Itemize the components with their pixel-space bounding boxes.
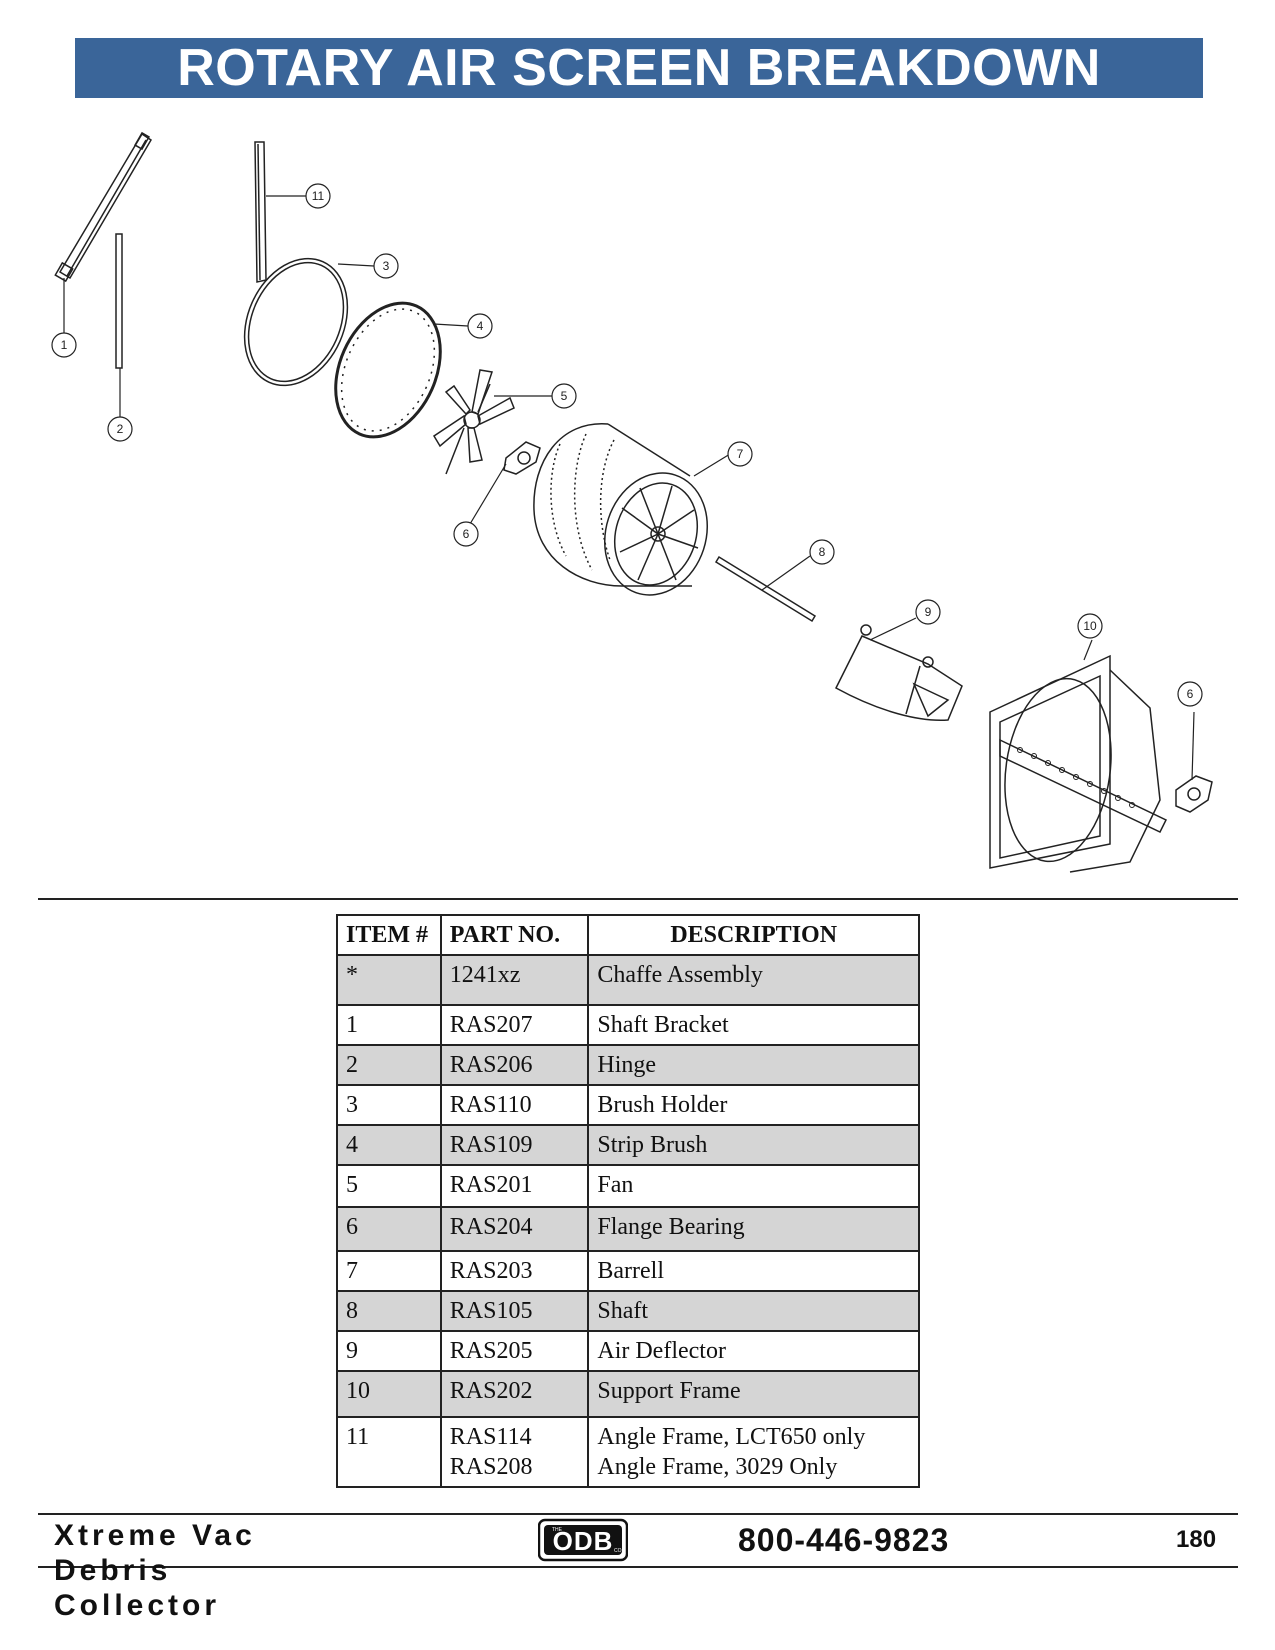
part-barrel xyxy=(533,423,709,596)
part-hinge xyxy=(115,233,123,369)
table-row: 8 RAS105 Shaft xyxy=(336,1290,920,1332)
cell-item: 9 xyxy=(336,1330,442,1372)
part-strip-brush xyxy=(334,301,442,439)
table-row: 6 RAS204 Flange Bearing xyxy=(336,1206,920,1252)
odb-logo: ODB THE CO xyxy=(538,1518,628,1562)
callout-label: 7 xyxy=(737,447,744,461)
brand-line: Xtreme Vac xyxy=(54,1519,256,1552)
footer-rule-top xyxy=(38,1513,1238,1515)
callout-label: 10 xyxy=(1083,619,1097,633)
table-row: * 1241xz Chaffe Assembly xyxy=(336,954,920,1006)
part-fan xyxy=(432,369,515,475)
logo-text: ODB xyxy=(553,1526,614,1556)
cell-part: RAS203 xyxy=(439,1250,590,1292)
cell-item: 8 xyxy=(336,1290,442,1332)
part-angle-frame xyxy=(254,141,267,283)
cell-item: 1 xyxy=(336,1004,442,1046)
cell-item: 5 xyxy=(336,1164,442,1208)
part-brush-holder xyxy=(243,257,349,387)
callout-label: 4 xyxy=(477,319,484,333)
part-air-deflector xyxy=(835,624,963,721)
cell-desc: Air Deflector xyxy=(587,1330,920,1372)
cell-item: 6 xyxy=(336,1206,442,1252)
cell-item: 11 xyxy=(336,1416,442,1488)
part-support-frame xyxy=(989,654,1168,873)
exploded-parts-diagram: 1 2 11 3 4 5 6 7 8 9 10 6 xyxy=(51,131,1213,873)
part-flange-bearing-left xyxy=(503,441,541,475)
page-title: ROTARY AIR SCREEN BREAKDOWN xyxy=(177,39,1101,97)
table-row: 3 RAS110 Brush Holder xyxy=(336,1084,920,1126)
part-shaft-bracket xyxy=(54,131,153,283)
callout-label: 5 xyxy=(561,389,568,403)
cell-part: RAS202 xyxy=(439,1370,590,1418)
cell-part: RAS109 xyxy=(439,1124,590,1166)
cell-item: * xyxy=(336,954,442,1006)
cell-item: 3 xyxy=(336,1084,442,1126)
footer-rule-bottom xyxy=(38,1566,1238,1568)
cell-part: RAS207 xyxy=(439,1004,590,1046)
parts-table: ITEM # PART NO. DESCRIPTION * 1241xz Cha… xyxy=(336,914,920,1488)
part-shaft xyxy=(714,555,817,623)
header-item: ITEM # xyxy=(336,914,442,956)
cell-item: 4 xyxy=(336,1124,442,1166)
table-row: 1 RAS207 Shaft Bracket xyxy=(336,1004,920,1046)
table-row: 9 RAS205 Air Deflector xyxy=(336,1330,920,1372)
table-row: 2 RAS206 Hinge xyxy=(336,1044,920,1086)
cell-desc: Shaft xyxy=(587,1290,920,1332)
cell-part: RAS205 xyxy=(439,1330,590,1372)
cell-part-line: RAS114 xyxy=(449,1424,532,1450)
cell-item: 10 xyxy=(336,1370,442,1418)
cell-part: RAS201 xyxy=(439,1164,590,1208)
page-number: 180 xyxy=(1176,1526,1217,1553)
cell-desc: Flange Bearing xyxy=(587,1206,920,1252)
callout-label: 2 xyxy=(117,422,124,436)
cell-part: RAS204 xyxy=(439,1206,590,1252)
callout-label: 6 xyxy=(463,527,470,541)
cell-desc: Fan xyxy=(587,1164,920,1208)
cell-item: 7 xyxy=(336,1250,442,1292)
cell-part: RAS206 xyxy=(439,1044,590,1086)
cell-desc: Chaffe Assembly xyxy=(587,954,920,1006)
cell-desc: Strip Brush xyxy=(587,1124,920,1166)
phone-number: 800-446-9823 xyxy=(738,1522,950,1558)
page-title-bar: ROTARY AIR SCREEN BREAKDOWN xyxy=(75,38,1203,98)
cell-desc: Support Frame xyxy=(587,1370,920,1418)
callout-label: 9 xyxy=(925,605,932,619)
cell-part-line: RAS208 xyxy=(449,1454,533,1480)
brand-line: Debris xyxy=(54,1554,172,1587)
callout-label: 1 xyxy=(61,338,68,352)
cell-desc: Barrell xyxy=(587,1250,920,1292)
cell-desc: Hinge xyxy=(587,1044,920,1086)
callout-label: 6 xyxy=(1187,687,1194,701)
cell-part: 1241xz xyxy=(439,954,590,1006)
table-header-row: ITEM # PART NO. DESCRIPTION xyxy=(336,914,920,956)
callout-label: 3 xyxy=(383,259,390,273)
callout-label: 8 xyxy=(819,545,826,559)
callout-markers: 1 2 11 3 4 5 6 7 8 9 10 6 xyxy=(51,183,1203,707)
logo-small: CO xyxy=(614,1548,622,1554)
callout-label: 11 xyxy=(312,189,325,203)
cell-item: 2 xyxy=(336,1044,442,1086)
cell-desc: Shaft Bracket xyxy=(587,1004,920,1046)
header-description: DESCRIPTION xyxy=(587,914,920,956)
table-row: 4 RAS109 Strip Brush xyxy=(336,1124,920,1166)
logo-small: THE xyxy=(552,1527,563,1533)
divider-top xyxy=(38,898,1238,900)
table-row: 5 RAS201 Fan xyxy=(336,1164,920,1208)
brand-line: Collector xyxy=(54,1589,221,1622)
cell-desc-line: Angle Frame, 3029 Only xyxy=(597,1454,838,1480)
table-row: 7 RAS203 Barrell xyxy=(336,1250,920,1292)
header-part-no: PART NO. xyxy=(439,914,590,956)
cell-part: RAS110 xyxy=(439,1084,590,1126)
part-flange-bearing-right xyxy=(1175,775,1213,813)
cell-part: RAS105 xyxy=(439,1290,590,1332)
table-row: 10 RAS202 Support Frame xyxy=(336,1370,920,1418)
cell-desc-line: Angle Frame, LCT650 only xyxy=(597,1424,866,1450)
cell-desc: Brush Holder xyxy=(587,1084,920,1126)
footer-brand: Xtreme Vac Debris Collector xyxy=(54,1518,256,1623)
